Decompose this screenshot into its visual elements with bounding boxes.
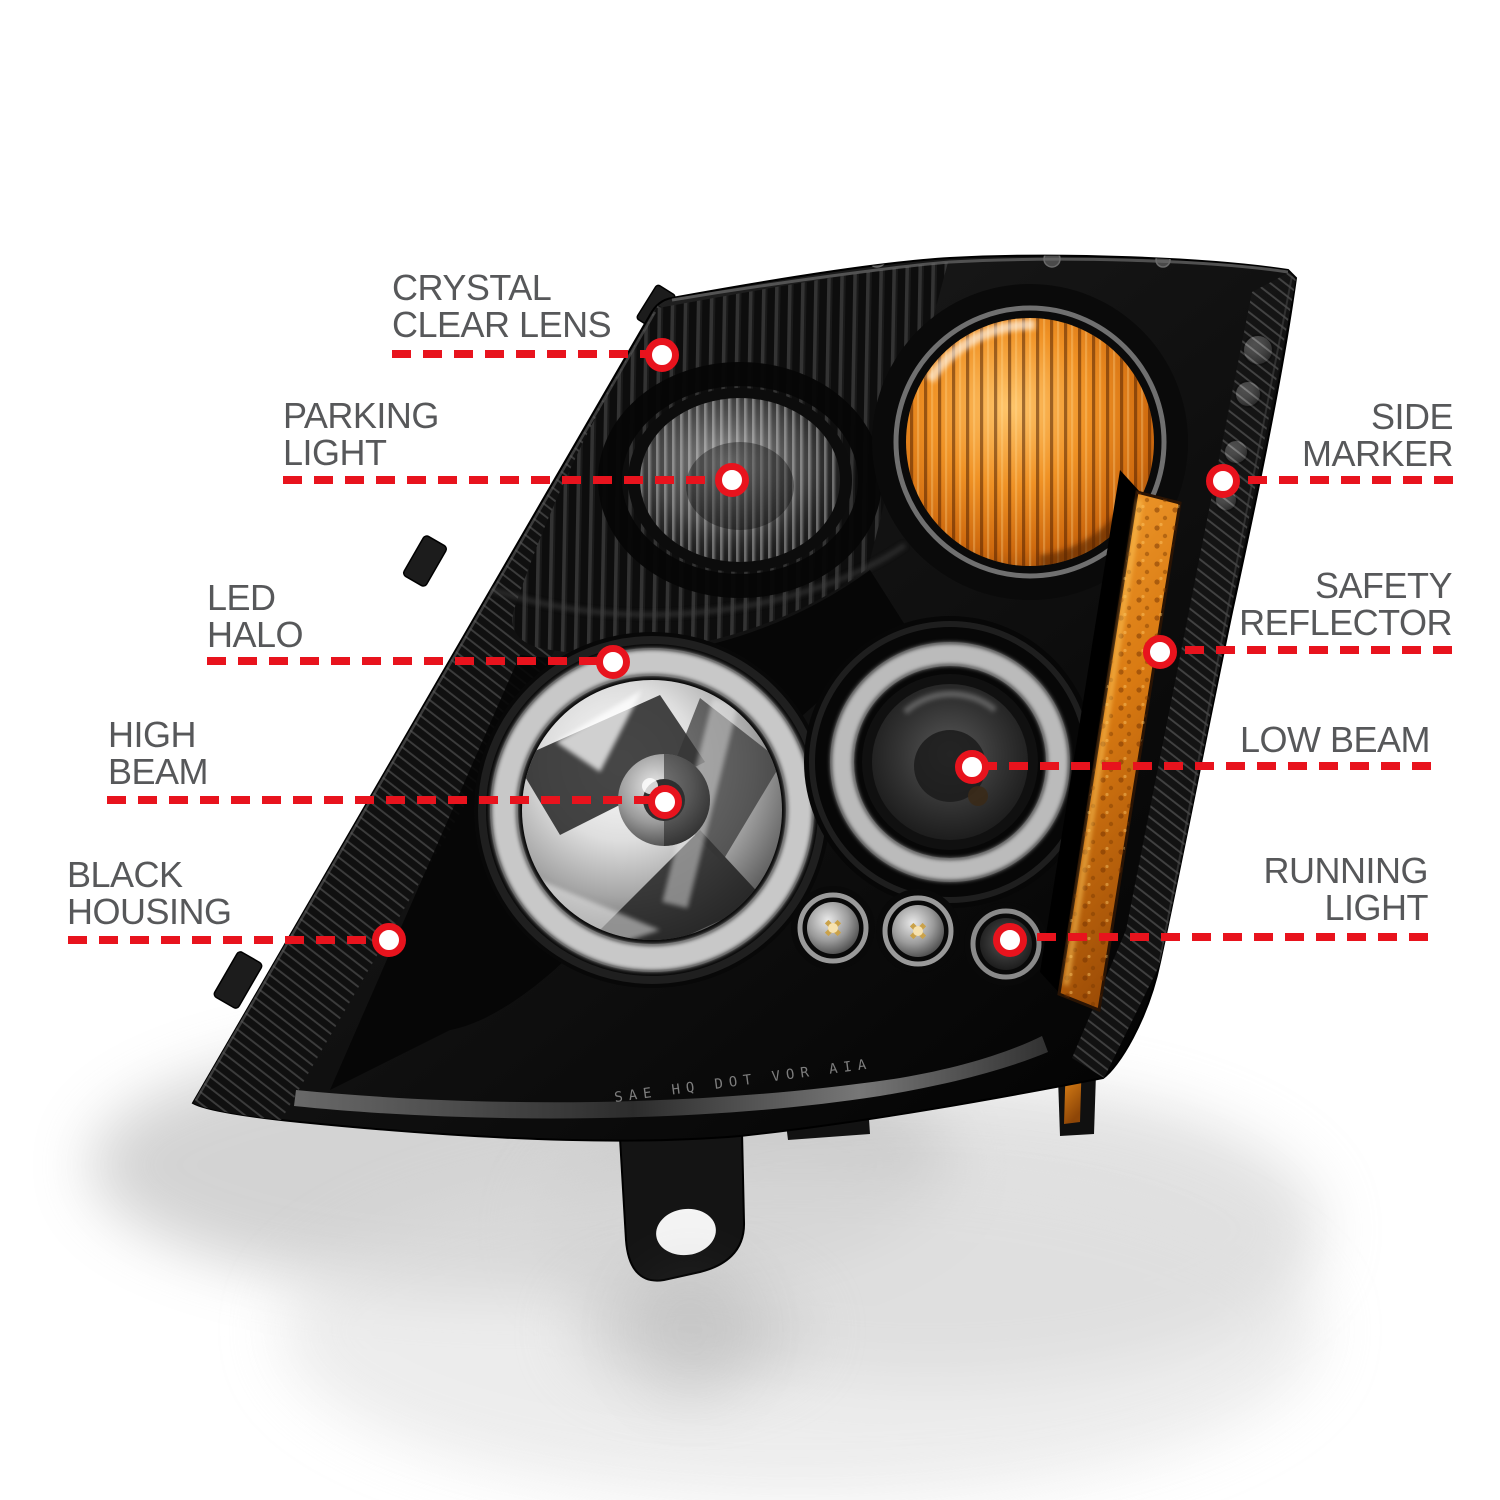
callout-black-housing-line2: HOUSING (67, 891, 232, 932)
callout-running-light-dot (993, 923, 1027, 957)
callout-low-beam-dot (955, 750, 989, 784)
callout-safety-reflector-dot (1143, 635, 1177, 669)
callout-led-halo-line (207, 657, 613, 665)
callout-safety-reflector-line (1160, 646, 1452, 654)
callout-running-light: RUNNING LIGHT (1264, 852, 1429, 926)
callout-low-beam-line (972, 762, 1431, 770)
callout-low-beam-line1: LOW BEAM (1239, 719, 1431, 760)
callout-high-beam-line2: BEAM (108, 751, 209, 792)
callout-running-light-line2: LIGHT (1324, 887, 1428, 928)
callout-parking-light: PARKING LIGHT (283, 397, 439, 471)
callout-side-marker-dot (1206, 464, 1240, 498)
running-lights (791, 886, 1048, 986)
callout-side-marker-line (1223, 476, 1453, 484)
callout-parking-light-line2: LIGHT (283, 432, 387, 473)
callout-crystal-clear-lens-line2: CLEAR LENS (392, 304, 612, 345)
callout-low-beam: LOW BEAM (1239, 719, 1431, 760)
callout-safety-reflector-line2: REFLECTOR (1239, 602, 1452, 643)
callout-running-light-line1: RUNNING (1263, 850, 1429, 891)
callout-high-beam-line (107, 796, 665, 804)
callout-parking-light-line1: PARKING (283, 395, 439, 436)
callout-side-marker-line2: MARKER (1301, 433, 1454, 474)
bracket-reflection (630, 1260, 750, 1400)
callout-black-housing-dot (372, 923, 406, 957)
low-beam-assembly (804, 616, 1096, 908)
callout-running-light-line (1010, 933, 1428, 941)
callout-black-housing: BLACK HOUSING (67, 856, 232, 930)
callout-led-halo: LED HALO (207, 577, 304, 655)
safety-reflector-strip (1040, 470, 1182, 1013)
callout-safety-reflector: SAFETY REFLECTOR (1239, 567, 1452, 641)
edge-highlights (194, 257, 1293, 1101)
callout-safety-reflector-line1: SAFETY (1314, 565, 1453, 606)
callout-led-halo-dot (596, 645, 630, 679)
callout-black-housing-line1: BLACK (67, 854, 183, 895)
callout-crystal-clear-lens-dot (645, 338, 679, 372)
callout-side-marker-line1: SIDE (1370, 396, 1454, 437)
right-edge-band (1072, 272, 1296, 1078)
callout-high-beam: HIGH BEAM (108, 714, 209, 792)
callout-crystal-clear-lens-line (392, 350, 662, 358)
callout-crystal-clear-lens: CRYSTAL CLEAR LENS (392, 267, 612, 345)
callout-crystal-clear-lens-line1: CRYSTAL (392, 267, 552, 308)
callout-parking-light-dot (715, 463, 749, 497)
callout-black-housing-line (68, 936, 389, 944)
callout-high-beam-dot (648, 785, 682, 819)
callout-side-marker: SIDE MARKER (1301, 396, 1454, 474)
callout-parking-light-line (283, 476, 732, 484)
callout-high-beam-line1: HIGH (108, 714, 197, 755)
callout-led-halo-line2: HALO (207, 614, 304, 655)
callout-led-halo-line1: LED (207, 577, 276, 618)
